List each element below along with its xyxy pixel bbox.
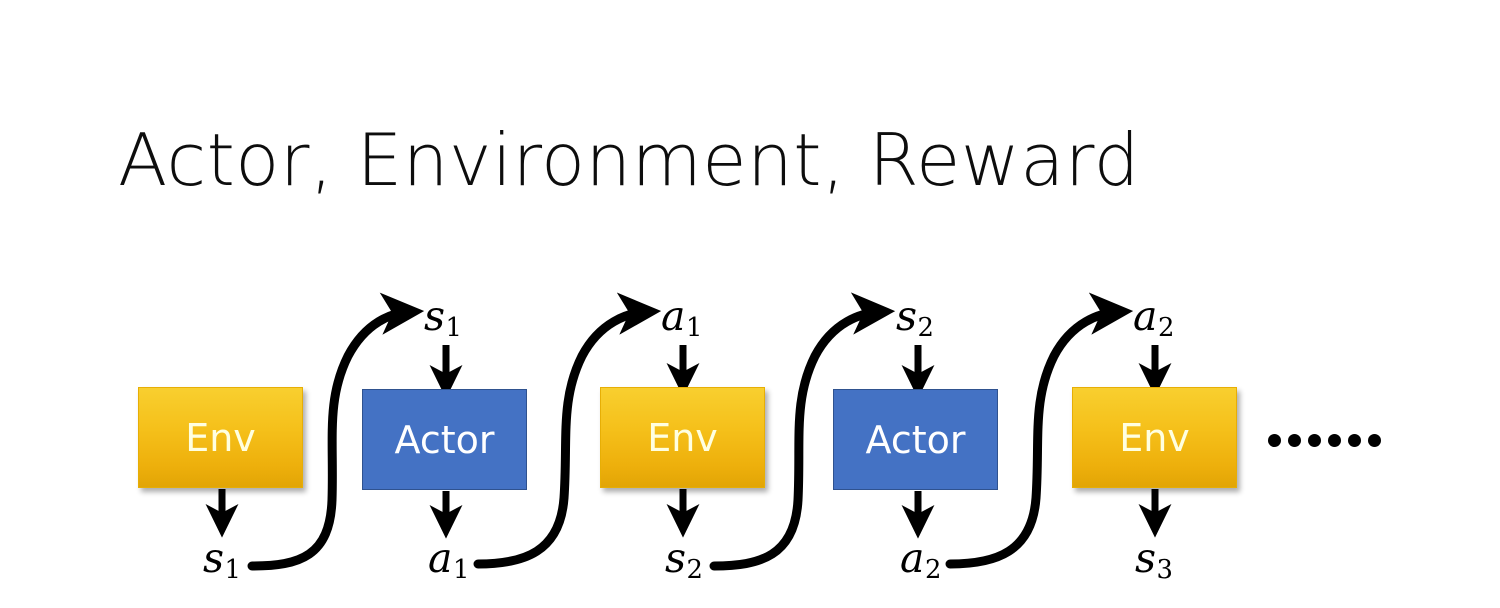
- math-subscript: 1: [445, 312, 462, 343]
- ellipsis-dot: [1348, 434, 1361, 447]
- ellipsis-dot: [1368, 434, 1381, 447]
- process-box-env-3[interactable]: Env: [1072, 387, 1237, 488]
- curve-s1-to-top-s1: [247, 292, 425, 571]
- action-label-a2-bottom: a2: [900, 538, 941, 584]
- math-base: s: [203, 534, 225, 582]
- action-label-a1-top: a1: [661, 296, 702, 342]
- curve-a1-to-top-a1: [473, 292, 662, 569]
- state-label-s1-top: s1: [424, 296, 462, 342]
- math-base: a: [428, 534, 453, 582]
- math-subscript: 1: [452, 554, 470, 585]
- state-label-s2-top: s2: [896, 296, 934, 342]
- ellipsis-dot: [1268, 434, 1281, 447]
- process-box-actor-2[interactable]: Actor: [833, 389, 998, 490]
- math-subscript: 2: [1157, 312, 1175, 343]
- math-base: s: [1135, 534, 1157, 582]
- process-box-env-2[interactable]: Env: [600, 387, 765, 488]
- math-base: a: [900, 534, 925, 582]
- math-base: a: [1133, 292, 1158, 340]
- action-label-a1-bottom: a1: [428, 538, 469, 584]
- process-box-label: Env: [185, 415, 256, 460]
- math-subscript: 2: [917, 312, 934, 343]
- state-label-s1-bottom: s1: [203, 538, 241, 584]
- ellipsis-dot: [1308, 434, 1321, 447]
- ellipsis-dot: [1328, 434, 1341, 447]
- math-subscript: 2: [924, 554, 942, 585]
- ellipsis-dots: [1268, 434, 1381, 447]
- process-box-label: Actor: [394, 417, 495, 462]
- process-box-actor-1[interactable]: Actor: [362, 389, 527, 490]
- process-box-label: Actor: [865, 417, 966, 462]
- math-subscript: 1: [685, 312, 703, 343]
- math-subscript: 2: [686, 554, 703, 585]
- math-base: s: [896, 292, 918, 340]
- process-box-env-1[interactable]: Env: [138, 387, 303, 488]
- math-subscript: 3: [1156, 554, 1173, 585]
- process-box-label: Env: [647, 415, 718, 460]
- math-base: s: [665, 534, 687, 582]
- curve-a2-to-top-a2: [945, 292, 1134, 569]
- math-base: s: [424, 292, 446, 340]
- math-base: a: [661, 292, 686, 340]
- page-title: Actor, Environment, Reward: [118, 118, 1140, 202]
- action-label-a2-top: a2: [1133, 296, 1174, 342]
- math-subscript: 1: [224, 554, 241, 585]
- state-label-s2-bottom: s2: [665, 538, 703, 584]
- process-box-label: Env: [1119, 415, 1190, 460]
- state-label-s3-bottom: s3: [1135, 538, 1173, 584]
- curve-s2-to-top-s2: [709, 292, 896, 571]
- ellipsis-dot: [1288, 434, 1301, 447]
